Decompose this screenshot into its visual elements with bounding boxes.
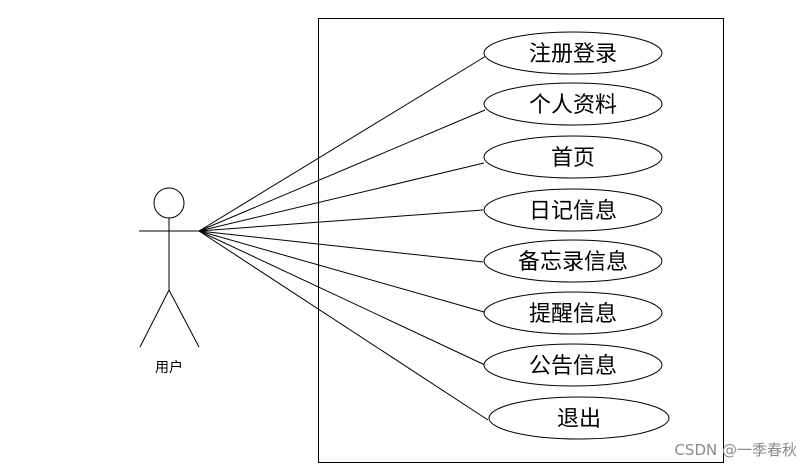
use-case-ellipse — [483, 239, 663, 283]
use-case-label: 提醒信息 — [529, 302, 617, 327]
use-case-label: 退出 — [557, 407, 601, 432]
use-case-label: 首页 — [551, 146, 595, 171]
use-case-label: 日记信息 — [529, 199, 617, 224]
use-case-ellipse — [483, 291, 663, 335]
association-line-8 — [198, 230, 489, 421]
association-line-5 — [198, 230, 484, 263]
association-line-6 — [198, 230, 485, 313]
association-line-4 — [198, 209, 484, 232]
use-case-ellipse — [483, 343, 663, 387]
association-line-7 — [198, 230, 486, 366]
use-case-label: 个人资料 — [529, 93, 617, 118]
actor — [139, 187, 200, 348]
use-case-label: 注册登录 — [529, 42, 617, 67]
use-case-ellipse — [483, 135, 663, 179]
use-case-6: 提醒信息 — [483, 291, 663, 335]
use-case-8: 退出 — [488, 396, 670, 440]
use-case-ellipse — [488, 396, 670, 440]
use-case-2: 个人资料 — [483, 82, 663, 126]
actor-label: 用户 — [155, 359, 183, 376]
watermark: CSDN @一季春秋 — [674, 441, 797, 459]
use-case-ellipse — [483, 82, 663, 126]
use-case-1: 注册登录 — [483, 31, 663, 75]
association-line-2 — [198, 109, 486, 232]
use-case-5: 备忘录信息 — [483, 239, 663, 283]
use-case-3: 首页 — [483, 135, 663, 179]
use-case-ellipse — [483, 188, 663, 232]
use-case-4: 日记信息 — [483, 188, 663, 232]
use-case-label: 公告信息 — [529, 354, 617, 379]
use-case-label: 备忘录信息 — [518, 250, 628, 275]
system-boundary — [318, 18, 724, 463]
association-lines — [198, 55, 489, 421]
actor-head — [153, 187, 185, 219]
use-case-ellipse — [483, 31, 663, 75]
association-line-1 — [198, 55, 487, 232]
actor-right-leg — [168, 289, 200, 348]
association-line-3 — [198, 162, 485, 232]
use-case-7: 公告信息 — [483, 343, 663, 387]
actor-left-leg — [139, 289, 170, 348]
